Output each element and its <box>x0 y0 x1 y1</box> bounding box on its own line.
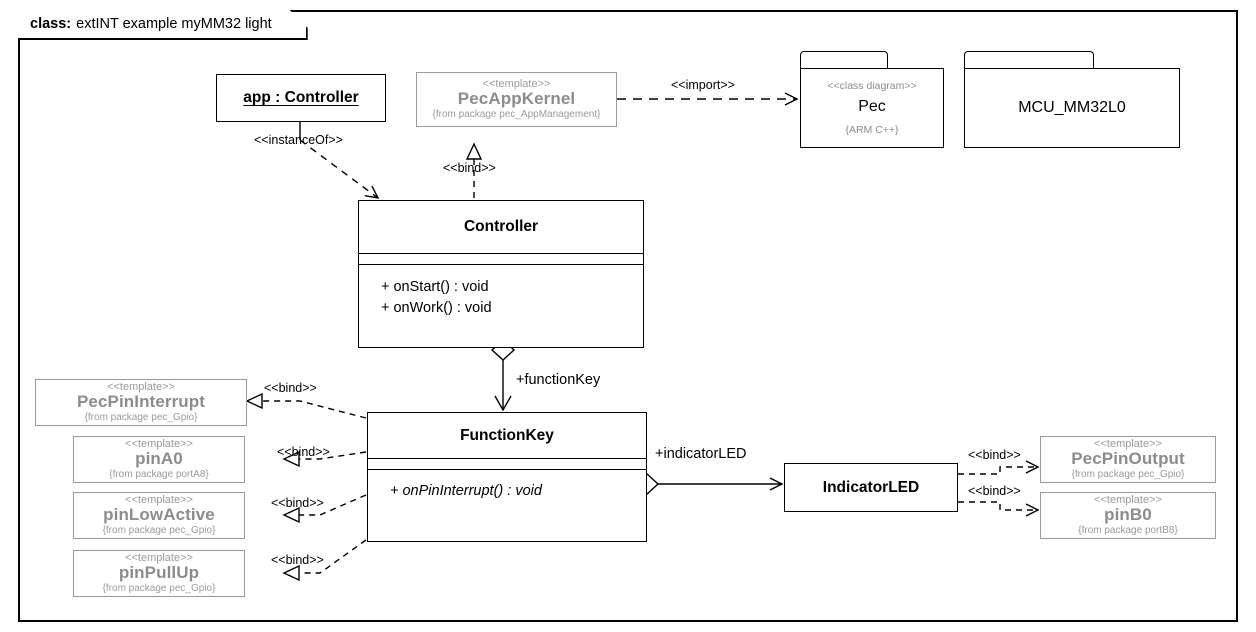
diagram-frame-title-tab: class: extINT example myMM32 light <box>18 10 308 40</box>
template-pinb0-name: pinB0 <box>1104 505 1152 525</box>
template-pecpininterrupt-name: PecPinInterrupt <box>76 392 206 412</box>
edge-label-role-functionkey: +functionKey <box>516 372 601 388</box>
edge-label-role-indicatorled: +indicatorLED <box>655 446 747 462</box>
instance-app-controller-name: app : Controller <box>243 89 359 106</box>
class-controller-name: Controller <box>463 218 539 235</box>
class-controller-separator-1 <box>359 253 643 254</box>
template-pecpininterrupt-stereotype: <<template>> <box>107 380 175 393</box>
template-pecpinoutput-from: {from package pec_Gpio} <box>1071 468 1185 480</box>
template-pinpullup-name: pinPullUp <box>118 563 200 583</box>
edge-label-bind-pinpullup: <<bind>> <box>271 553 324 567</box>
package-mcu-mm32l0-name: MCU_MM32L0 <box>1018 99 1126 116</box>
package-pec[interactable]: <<class diagram>> Pec {ARM C++} <box>800 51 944 148</box>
template-pecappkernel-name: PecAppKernel <box>457 89 576 109</box>
edge-label-bind-pecpininterrupt: <<bind>> <box>264 381 317 395</box>
template-pinpullup[interactable]: <<template>> pinPullUp {from package pec… <box>73 550 245 597</box>
template-pecpinoutput-stereotype: <<template>> <box>1094 437 1162 450</box>
class-controller-attributes <box>359 254 643 264</box>
package-pec-tab <box>800 51 888 68</box>
template-pina0-stereotype: <<template>> <box>125 437 193 450</box>
template-pina0[interactable]: <<template>> pinA0 {from package portA8} <box>73 436 245 483</box>
package-mcu-mm32l0-body: MCU_MM32L0 <box>964 68 1180 148</box>
package-pec-name: Pec <box>858 98 886 115</box>
class-functionkey-operations: + onPinInterrupt() : void <box>368 470 646 502</box>
edge-label-bind-pinb0: <<bind>> <box>968 484 1021 498</box>
package-mcu-mm32l0[interactable]: MCU_MM32L0 <box>964 51 1180 148</box>
class-controller-operations: + onStart() : void + onWork() : void <box>359 265 643 319</box>
frame-title-keyword: class: <box>30 16 72 32</box>
template-pinb0-stereotype: <<template>> <box>1094 493 1162 506</box>
template-pecpininterrupt[interactable]: <<template>> PecPinInterrupt {from packa… <box>35 379 247 426</box>
template-pinlowactive-name: pinLowActive <box>103 505 215 525</box>
template-pinlowactive-from: {from package pec_Gpio} <box>102 524 216 536</box>
template-pecpininterrupt-from: {from package pec_Gpio} <box>84 411 198 423</box>
package-pec-stereotype: <<class diagram>> <box>827 80 917 92</box>
template-pinpullup-from: {from package pec_Gpio} <box>102 582 216 594</box>
class-functionkey[interactable]: FunctionKey + onPinInterrupt() : void <box>367 412 647 542</box>
edge-label-bind-pinlowactive: <<bind>> <box>271 496 324 510</box>
instance-app-controller[interactable]: app : Controller <box>216 74 386 122</box>
class-controller-separator-2 <box>359 264 643 265</box>
frame-title-text: extINT example myMM32 light <box>76 16 272 32</box>
package-pec-body: <<class diagram>> Pec {ARM C++} <box>800 68 944 148</box>
class-functionkey-name: FunctionKey <box>460 426 554 444</box>
template-pinb0-from: {from package portB8} <box>1078 524 1178 536</box>
template-pina0-name: pinA0 <box>135 449 183 469</box>
edge-label-import: <<import>> <box>671 78 735 92</box>
template-pecappkernel-stereotype: <<template>> <box>482 77 551 90</box>
package-pec-tag: {ARM C++} <box>845 124 899 136</box>
class-controller-operation: + onStart() : void <box>381 279 489 295</box>
edge-label-bind-pina0: <<bind>> <box>277 445 330 459</box>
class-functionkey-separator-2 <box>368 469 646 470</box>
template-pecpinoutput-name: PecPinOutput <box>1071 449 1185 469</box>
class-functionkey-separator-1 <box>368 458 646 459</box>
template-pinlowactive-stereotype: <<template>> <box>125 493 193 506</box>
class-indicatorled-name: IndicatorLED <box>822 478 920 496</box>
class-controller-operation: + onWork() : void <box>381 300 492 317</box>
edge-label-bind-pecappkernel: <<bind>> <box>443 161 496 175</box>
template-pecappkernel-from: {from package pec_AppManagement} <box>432 108 601 120</box>
template-pecpinoutput[interactable]: <<template>> PecPinOutput {from package … <box>1040 436 1216 483</box>
template-pinlowactive[interactable]: <<template>> pinLowActive {from package … <box>73 492 245 539</box>
template-pinb0[interactable]: <<template>> pinB0 {from package portB8} <box>1040 492 1216 539</box>
class-controller[interactable]: Controller + onStart() : void + onWork()… <box>358 200 644 348</box>
class-functionkey-operation: + onPinInterrupt() : void <box>390 483 542 499</box>
template-pina0-from: {from package portA8} <box>109 468 209 480</box>
class-indicatorled[interactable]: IndicatorLED <box>784 463 958 512</box>
template-pecappkernel[interactable]: <<template>> PecAppKernel {from package … <box>416 72 617 127</box>
package-mcu-mm32l0-tab <box>964 51 1094 68</box>
edge-label-instance-of: <<instanceOf>> <box>254 133 343 147</box>
edge-label-bind-pecpinoutput: <<bind>> <box>968 448 1021 462</box>
template-pinpullup-stereotype: <<template>> <box>125 551 193 564</box>
class-functionkey-attributes <box>368 459 646 469</box>
